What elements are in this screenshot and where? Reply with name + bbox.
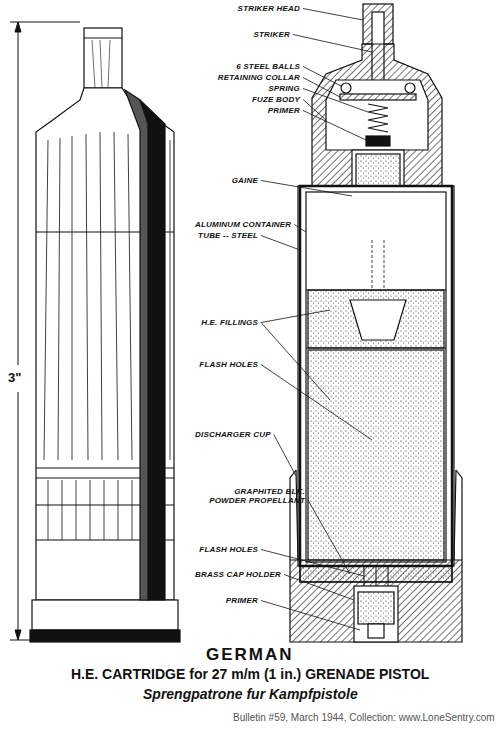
caption: Bulletin #59, March 1944, Collection: ww…	[233, 712, 495, 723]
part-label: GAINE	[232, 176, 258, 185]
part-label: PRIMER	[226, 596, 258, 605]
part-label: PRIMER	[268, 106, 300, 115]
leader-line	[261, 181, 352, 197]
title: GERMAN	[206, 645, 294, 665]
part-label: 6 STEEL BALLS	[236, 62, 300, 71]
part-label: GRAPHITED BLK. POWDER PROPELLANT	[195, 487, 305, 505]
subtitle: H.E. CARTRIDGE for 27 m/m (1 in.) GRENAD…	[71, 666, 429, 682]
part-label: SPRING	[268, 84, 300, 93]
part-label: FLASH HOLES	[199, 360, 258, 369]
leader-line	[261, 365, 372, 441]
part-label: BRASS CAP HOLDER	[195, 570, 281, 579]
part-label: STRIKER HEAD	[238, 4, 300, 13]
leader-line	[303, 78, 340, 98]
dimension-label: 3"	[8, 370, 21, 385]
leader-line	[294, 225, 306, 233]
exterior-view	[30, 28, 180, 642]
leader-line	[303, 67, 341, 87]
leader-line	[261, 236, 300, 251]
part-label: FLASH HOLES	[199, 545, 258, 554]
part-label: STRIKER	[253, 30, 290, 39]
leader-line	[303, 100, 326, 121]
part-label: FUZE BODY	[252, 95, 300, 104]
leader-line	[284, 575, 354, 601]
part-label: H.E. FILLINGS	[201, 318, 258, 327]
part-label: ALUMINUM CONTAINER	[195, 220, 291, 229]
part-label: TUBE -- STEEL	[198, 231, 258, 240]
leader-line	[261, 310, 330, 323]
part-label: RETAINING COLLAR	[218, 73, 300, 82]
leader-line	[303, 9, 363, 21]
leader-line	[303, 111, 366, 141]
part-label: DISCHARGER CUP	[195, 430, 271, 439]
subtitle-german: Sprengpatrone fur Kampfpistole	[143, 686, 358, 702]
leader-line	[274, 435, 296, 477]
leader-line	[261, 601, 360, 631]
sectional-view	[290, 4, 462, 642]
leader-line	[293, 35, 372, 53]
